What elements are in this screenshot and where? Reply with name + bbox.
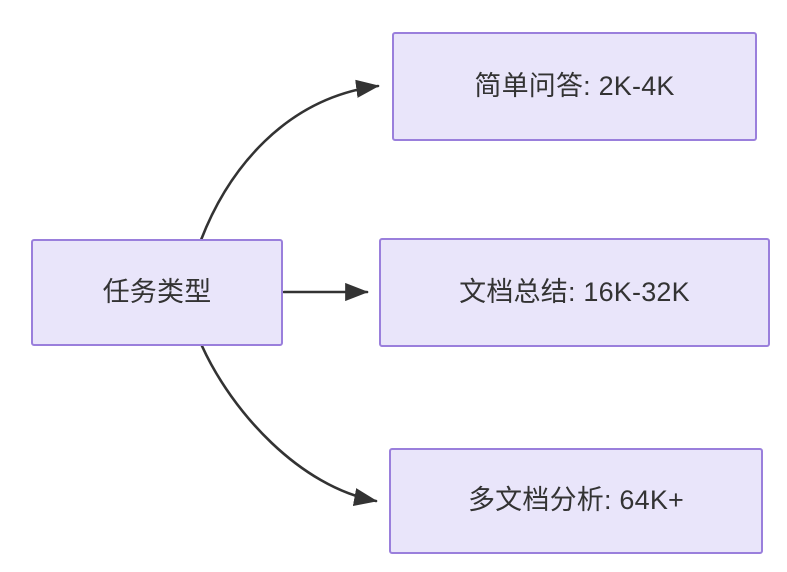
node-doc-summary-label: 文档总结: 16K-32K [459,276,690,307]
edge-to-multi-doc [200,344,378,506]
node-multi-doc[interactable]: 多文档分析: 64K+ [389,448,763,554]
edge-to-simple-qa [199,79,380,242]
node-multi-doc-label: 多文档分析: 64K+ [467,485,684,516]
node-doc-summary[interactable]: 文档总结: 16K-32K [379,238,770,347]
node-task-type[interactable]: 任务类型 [31,239,283,346]
node-simple-qa[interactable]: 简单问答: 2K-4K [392,32,757,141]
node-simple-qa-label: 简单问答: 2K-4K [474,70,675,101]
node-task-type-label: 任务类型 [102,276,212,307]
